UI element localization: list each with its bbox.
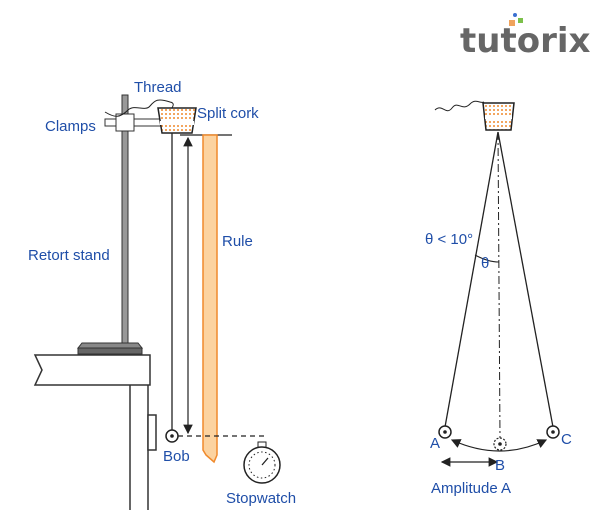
label-rule: Rule	[222, 233, 253, 250]
theta-arc	[474, 254, 500, 263]
clamp	[104, 113, 166, 132]
label-clamps: Clamps	[45, 118, 96, 135]
bob-a	[438, 425, 452, 439]
rule	[202, 134, 218, 464]
bob-b	[493, 437, 507, 451]
logo-text: tutorix	[460, 21, 590, 61]
tutorix-logo: tutorix	[460, 13, 590, 61]
bob	[165, 429, 179, 443]
label-a: A	[430, 435, 440, 452]
bob-c	[546, 425, 560, 439]
label-b: B	[495, 457, 505, 474]
thread-right	[434, 100, 485, 112]
table	[33, 354, 157, 510]
label-amplitude: Amplitude A	[431, 480, 511, 497]
swing-arc	[450, 439, 548, 452]
stopwatch-icon	[243, 441, 281, 484]
thread	[104, 99, 174, 117]
retort-stand	[76, 94, 144, 355]
label-stopwatch: Stopwatch	[226, 490, 296, 507]
split-cork-right	[482, 102, 515, 131]
label-c: C	[561, 431, 572, 448]
label-retort-stand: Retort stand	[28, 247, 110, 264]
label-split-cork: Split cork	[197, 105, 259, 122]
label-angle-condition: θ < 10°	[425, 231, 473, 248]
label-thread: Thread	[134, 79, 182, 96]
split-cork	[157, 107, 197, 134]
label-bob: Bob	[163, 448, 190, 465]
label-theta: θ	[481, 255, 489, 272]
